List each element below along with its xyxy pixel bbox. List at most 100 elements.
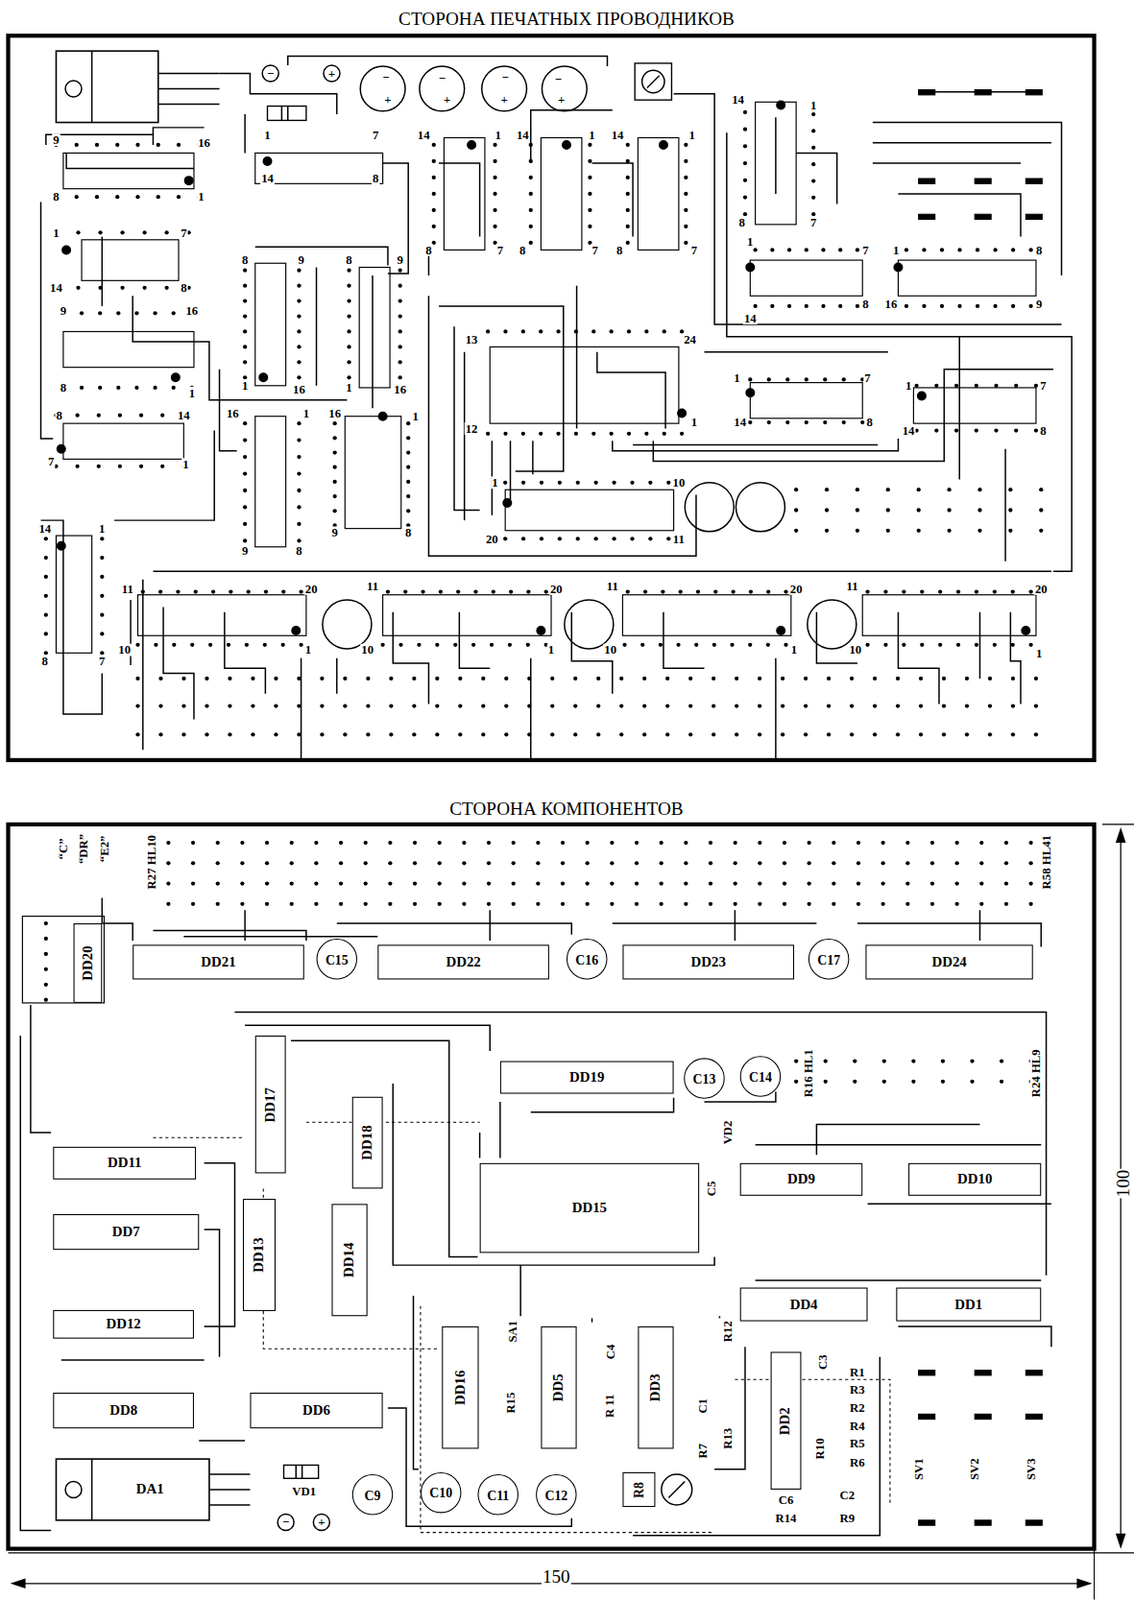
pad-dot xyxy=(824,507,829,512)
copper-trace xyxy=(209,1473,251,1475)
pad-dot xyxy=(1034,428,1038,433)
copper-trace xyxy=(714,1347,746,1471)
pad-dot xyxy=(940,304,944,309)
regulator-body: DA1 xyxy=(94,1461,207,1520)
pad-dot xyxy=(333,435,338,440)
pad-dot xyxy=(666,481,671,485)
pad-dot xyxy=(822,377,827,382)
board-label: 8 xyxy=(615,243,625,257)
pad-dot xyxy=(1011,247,1015,252)
pad-dot xyxy=(511,902,516,907)
board-label: R7 xyxy=(696,1443,709,1461)
pad-dot xyxy=(865,589,869,594)
board-label: 7 xyxy=(590,243,600,257)
copper-trace xyxy=(219,73,338,116)
pad-dot xyxy=(785,377,790,382)
pad-dot xyxy=(158,589,163,594)
board-label: 12 xyxy=(464,422,480,435)
copper-trace xyxy=(428,255,430,276)
pin-marker xyxy=(467,141,477,150)
pad-dot xyxy=(1008,507,1013,512)
pad-dot xyxy=(99,536,104,541)
outline xyxy=(1025,178,1042,184)
pad-dot xyxy=(659,841,664,845)
pad-dot xyxy=(683,208,688,213)
pad-dot xyxy=(216,841,220,845)
board-label: 1 xyxy=(263,128,272,142)
pad-dot xyxy=(458,676,462,681)
pin-marker xyxy=(746,388,755,398)
board-label: R3 xyxy=(848,1383,867,1397)
pad-dot xyxy=(811,145,816,150)
pad-dot xyxy=(242,505,247,509)
pad-dot xyxy=(226,643,231,648)
pad-dot xyxy=(882,1080,887,1085)
copper-trace xyxy=(20,1036,51,1532)
pad-dot xyxy=(281,589,286,594)
pad-dot xyxy=(831,902,836,907)
pad-dot xyxy=(688,732,693,737)
pad-dot xyxy=(811,178,816,183)
pad-dot xyxy=(766,643,771,648)
pad-dot xyxy=(363,841,368,845)
pad-dot xyxy=(158,732,163,737)
board-label: C5 xyxy=(705,1181,719,1199)
pad-dot xyxy=(974,428,979,433)
board-label: 9 xyxy=(330,527,339,540)
chip-outline: DD21 xyxy=(132,944,305,980)
copper-trace xyxy=(315,267,317,387)
board-label: 1 xyxy=(1035,647,1044,660)
board-label: 1 xyxy=(904,379,914,392)
pad-dot xyxy=(988,703,992,708)
pad-dot xyxy=(1011,703,1015,708)
board-label: 1 xyxy=(892,243,901,257)
chip-outline: DD7 xyxy=(52,1214,199,1251)
circle-outline xyxy=(684,482,734,532)
board-label: “C” xyxy=(57,837,71,861)
pad-dot xyxy=(886,529,891,533)
pad-dot xyxy=(333,421,338,426)
pad-dot xyxy=(432,192,436,196)
pad-dot xyxy=(298,589,303,594)
pad-dot xyxy=(242,522,247,527)
pad-dot xyxy=(954,428,959,433)
pad-dot xyxy=(412,881,417,886)
board-label: R12 xyxy=(722,1320,735,1344)
board-label: 8 xyxy=(41,654,50,668)
board-label: 10 xyxy=(360,644,375,657)
pad-dot xyxy=(296,522,301,527)
pad-dot xyxy=(626,224,630,229)
outline xyxy=(8,35,1095,761)
copper-trace xyxy=(392,612,429,705)
pad-dot xyxy=(44,536,49,541)
chip-outline: DD14 xyxy=(331,1204,367,1317)
pad-dot xyxy=(683,902,688,907)
pad-dot xyxy=(865,643,869,648)
copper-trace xyxy=(703,351,888,353)
pad-dot xyxy=(811,128,816,133)
board-label: 1 xyxy=(690,416,700,430)
pad-dot xyxy=(289,902,294,907)
pad-dot xyxy=(265,861,269,866)
pad-dot xyxy=(999,1080,1004,1085)
pad-dot xyxy=(916,507,921,512)
board-label: VD1 xyxy=(290,1486,317,1499)
pad-dot xyxy=(250,703,255,708)
board-label: 16 xyxy=(291,384,307,397)
outline xyxy=(749,260,863,296)
copper-trace xyxy=(371,275,373,409)
copper-trace xyxy=(519,1265,521,1317)
pad-dot xyxy=(135,143,140,147)
pad-dot xyxy=(1034,384,1038,388)
pad-dot xyxy=(596,703,601,708)
board-label: 14 xyxy=(901,424,917,437)
pad-dot xyxy=(752,247,757,252)
outline xyxy=(1025,214,1042,219)
pad-dot xyxy=(794,1080,798,1085)
board-label: + xyxy=(327,67,337,80)
board-label: 1 xyxy=(188,386,197,400)
pad-dot xyxy=(838,304,843,309)
pad-dot xyxy=(992,304,997,309)
pad-dot xyxy=(992,643,997,648)
component-ref: C12 xyxy=(544,1488,568,1502)
